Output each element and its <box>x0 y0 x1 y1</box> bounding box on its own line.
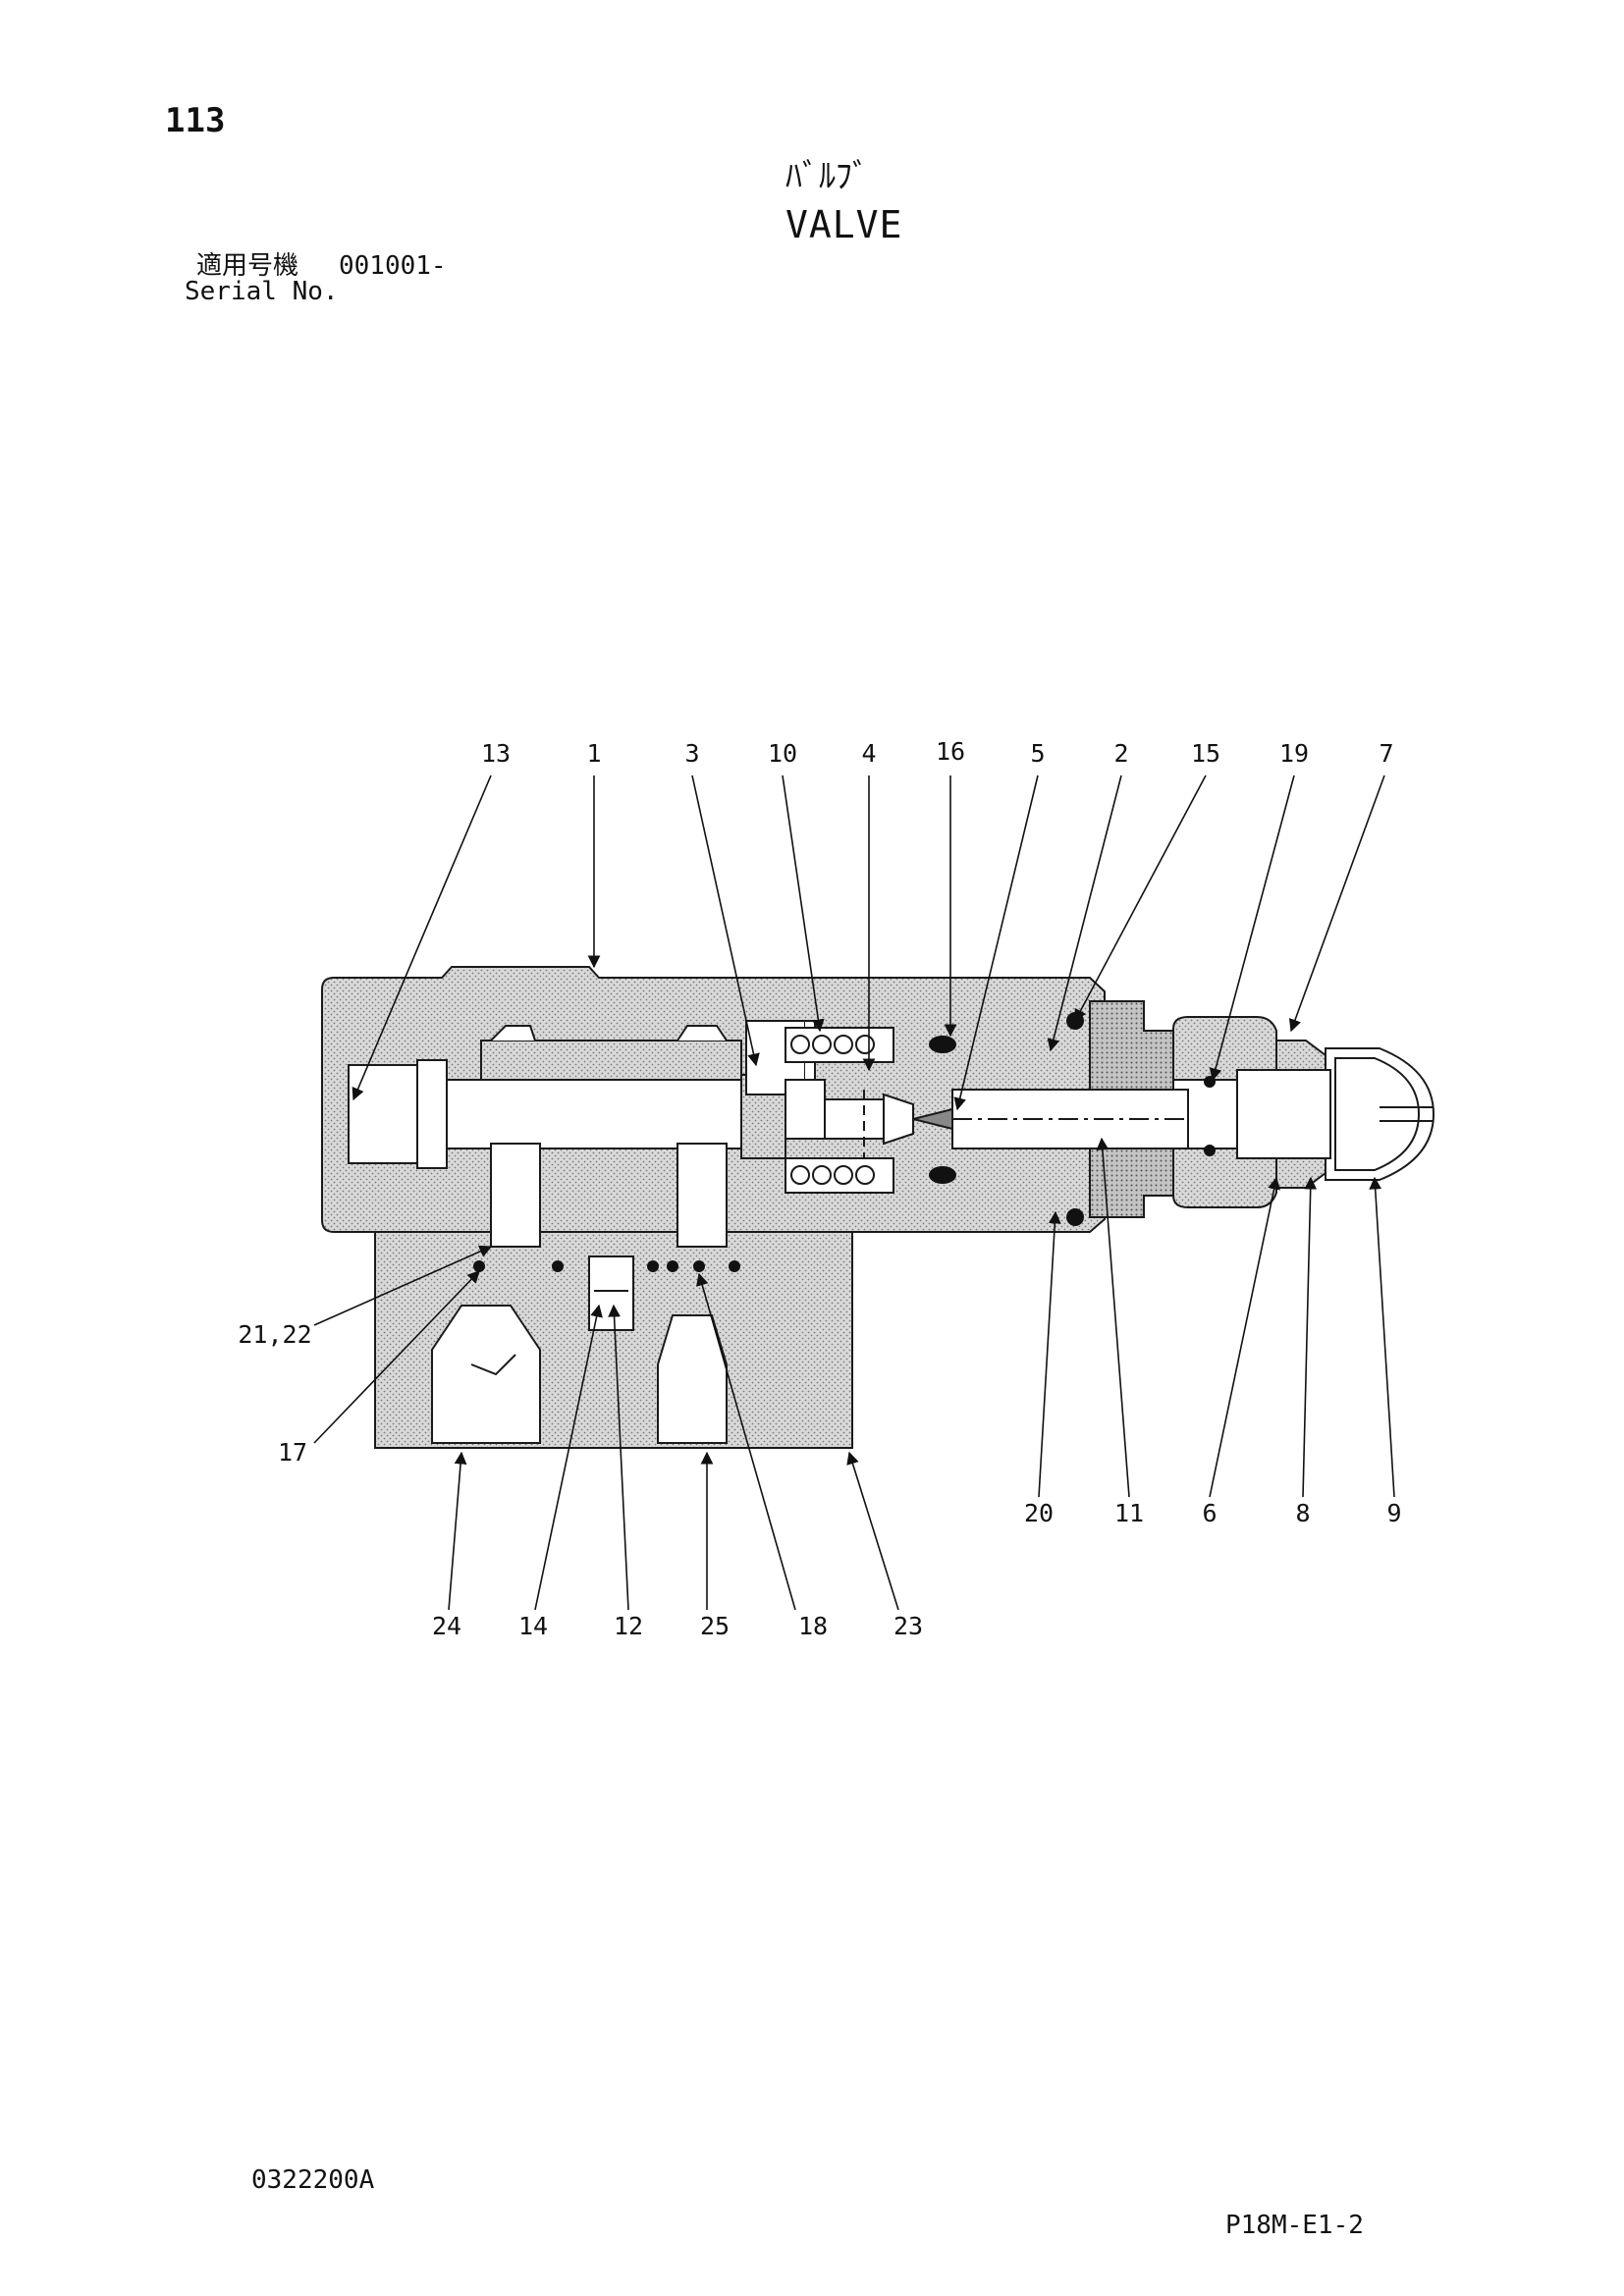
o-ring-seals <box>473 1012 1216 1272</box>
callout-8: 8 <box>1295 1499 1310 1527</box>
callout-11: 11 <box>1114 1499 1144 1527</box>
callout-10: 10 <box>768 739 797 768</box>
serial-value: 001001- <box>339 251 447 281</box>
callout-16: 16 <box>936 737 965 766</box>
page-code: P18M-E1-2 <box>1225 2211 1364 2240</box>
spring <box>785 1027 894 1194</box>
callout-9: 9 <box>1386 1499 1401 1527</box>
callout-21-22: 21,22 <box>238 1320 311 1349</box>
callout-25: 25 <box>700 1612 730 1640</box>
page-number: 113 <box>165 101 226 140</box>
drawing-number: 0322200A <box>251 2165 375 2195</box>
title-japanese: ﾊﾞﾙﾌﾞ <box>785 157 869 196</box>
callout-labels: 13 1 3 10 4 16 5 2 15 19 7 21,22 17 20 1… <box>238 737 1401 1640</box>
callout-6: 6 <box>1202 1499 1217 1527</box>
serial-label-english: Serial No. <box>185 277 339 306</box>
callout-5: 5 <box>1030 739 1045 768</box>
cartridge-assembly <box>1089 1000 1435 1218</box>
callout-3: 3 <box>684 739 699 768</box>
callout-23: 23 <box>893 1612 923 1640</box>
serial-label-japanese: 適用号機 <box>196 251 299 281</box>
callout-19: 19 <box>1279 739 1309 768</box>
leader-lines <box>313 774 1395 1611</box>
callout-24: 24 <box>432 1612 461 1640</box>
callout-4: 4 <box>861 739 876 768</box>
title-english: VALVE <box>785 203 903 246</box>
callout-12: 12 <box>614 1612 643 1640</box>
callout-15: 15 <box>1191 739 1220 768</box>
callout-14: 14 <box>518 1612 548 1640</box>
callout-7: 7 <box>1379 739 1393 768</box>
internal-passages <box>348 1020 1189 1444</box>
callout-17: 17 <box>278 1438 307 1467</box>
callout-20: 20 <box>1024 1499 1054 1527</box>
callout-2: 2 <box>1113 739 1128 768</box>
callout-18: 18 <box>798 1612 828 1640</box>
callout-13: 13 <box>481 739 511 768</box>
callout-1: 1 <box>586 739 601 768</box>
